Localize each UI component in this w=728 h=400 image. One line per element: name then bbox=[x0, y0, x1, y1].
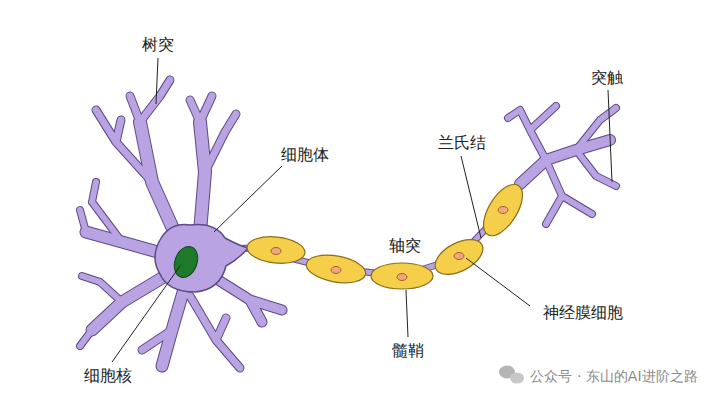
myelin-segment bbox=[246, 178, 530, 289]
part-label: 突触 bbox=[591, 68, 623, 87]
part-label: 兰氏结 bbox=[438, 133, 486, 152]
dendrite-outline bbox=[80, 80, 282, 368]
leader-line bbox=[112, 58, 612, 362]
axon-terminal-outline bbox=[508, 106, 616, 224]
part-label: 神经膜细胞 bbox=[543, 303, 623, 322]
part-label: 髓鞘 bbox=[392, 341, 424, 360]
watermark: 公众号 · 东山的AI进阶之路 bbox=[530, 368, 697, 385]
schwann-nucleus bbox=[271, 207, 508, 281]
axon-terminal bbox=[508, 106, 616, 224]
part-label: 细胞体 bbox=[281, 145, 329, 164]
wechat-icon bbox=[499, 366, 524, 384]
part-label: 轴突 bbox=[389, 236, 421, 255]
part-label: 细胞核 bbox=[84, 366, 132, 385]
part-label: 树突 bbox=[142, 35, 174, 54]
dendrite bbox=[80, 80, 282, 368]
cell-nucleus bbox=[170, 243, 202, 281]
